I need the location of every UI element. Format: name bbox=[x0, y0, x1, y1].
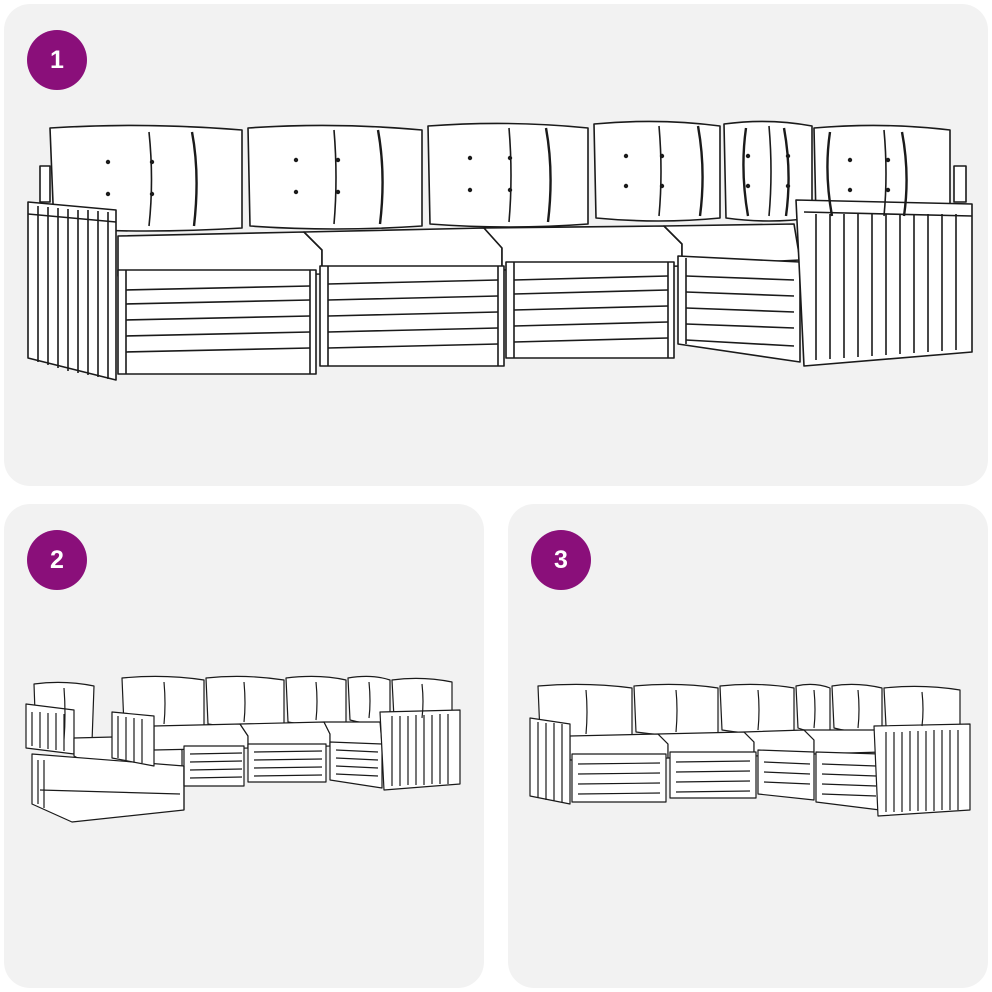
detached-armrest bbox=[25, 703, 75, 755]
step-2-badge: 2 bbox=[27, 530, 87, 590]
back-cushion bbox=[247, 124, 423, 230]
sofa-module-detached-illustration bbox=[25, 675, 461, 823]
left-armrest bbox=[111, 711, 155, 767]
left-armrest bbox=[27, 201, 117, 381]
right-armrest bbox=[795, 199, 973, 367]
sofa-reassembled-illustration bbox=[529, 683, 971, 817]
pallet-frame bbox=[677, 255, 801, 363]
detached-frame bbox=[31, 753, 185, 823]
back-cushion bbox=[795, 683, 831, 733]
step-1-badge: 1 bbox=[27, 30, 87, 90]
sofa-assembled-illustration bbox=[27, 120, 973, 381]
back-cushion bbox=[831, 683, 883, 733]
step-3-badge: 3 bbox=[531, 530, 591, 590]
step-2-panel: 2 bbox=[4, 504, 484, 988]
left-armrest bbox=[529, 717, 571, 805]
back-cushion bbox=[593, 120, 721, 222]
step-1-panel: 1 bbox=[4, 4, 988, 486]
back-cushion bbox=[719, 683, 795, 735]
step-3-panel: 3 bbox=[508, 504, 988, 988]
pallet-frame bbox=[117, 269, 317, 375]
back-cushion bbox=[427, 122, 589, 228]
right-armrest bbox=[873, 723, 971, 817]
